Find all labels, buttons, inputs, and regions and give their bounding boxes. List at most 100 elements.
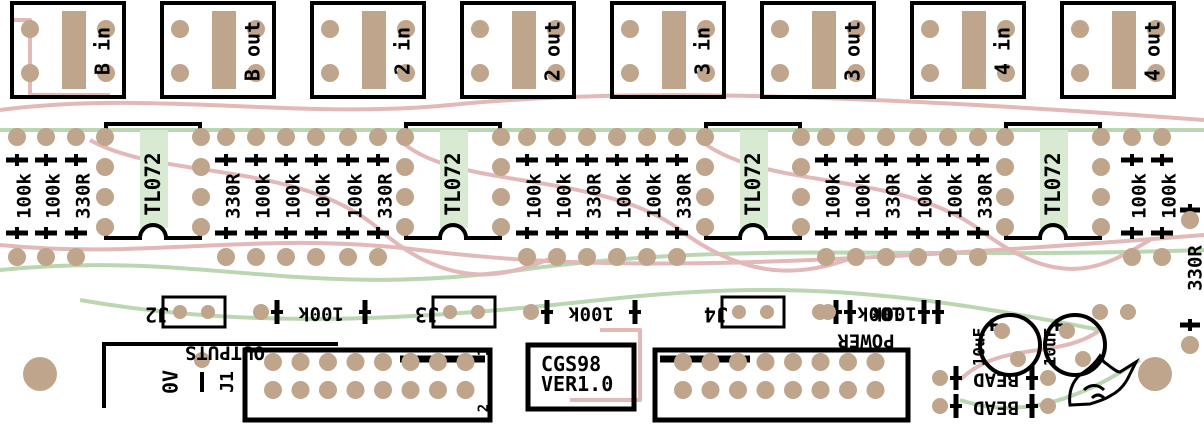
jack-pad: [817, 22, 831, 36]
chip-label: TL072: [741, 152, 765, 215]
chip-pin: [192, 188, 210, 206]
jack-pad: [621, 64, 639, 82]
trace-top: [958, 328, 1102, 382]
jumper-resistor-label: 100k: [857, 303, 903, 325]
header-pin: [729, 381, 747, 399]
resistor-pad: [8, 128, 26, 146]
resistor-pad: [8, 248, 26, 266]
jumper-label: J2: [145, 303, 169, 327]
chip-pin: [396, 218, 414, 236]
jack-pad: [217, 66, 231, 80]
chip-pin: [396, 128, 414, 146]
chip-pin: [1092, 158, 1110, 176]
header-pin: [784, 353, 802, 371]
chip-body-trace: [140, 130, 168, 228]
chip-pin: [996, 188, 1014, 206]
unicorn-logo-detail: [1082, 384, 1106, 400]
jumper-outline: [720, 295, 786, 329]
header-pin: [374, 353, 392, 371]
header-pin: [839, 353, 857, 371]
jack-pad: [67, 66, 81, 80]
capacitor-outline: [978, 313, 1042, 377]
chip-pin: [696, 128, 714, 146]
resistor-pad: [247, 128, 265, 146]
chip-pin: [396, 158, 414, 176]
jack-pad: [97, 64, 115, 82]
trace-top: [698, 138, 1152, 271]
chip-body-trace: [740, 130, 768, 228]
capacitor-label: 10uF: [1041, 328, 1060, 367]
resistor-label: 100k: [853, 173, 875, 219]
outputs-bracket: [102, 342, 338, 408]
resistor-pad: [877, 128, 895, 146]
resistor-pad: [369, 248, 387, 266]
jumper-pin: [201, 305, 215, 319]
jack-pad: [21, 64, 39, 82]
jack-outline: [910, 1, 1026, 99]
jack-pad: [967, 66, 981, 80]
jack-outline: [460, 1, 576, 99]
resistor-pad: [668, 248, 686, 266]
capacitor-pad: [1075, 351, 1091, 367]
resistor-pad: [1181, 336, 1199, 354]
jumper-resistor-label: 100k: [568, 303, 614, 325]
capacitor-pad: [1059, 323, 1075, 339]
jack-pad: [247, 20, 265, 38]
jack-pad: [967, 22, 981, 36]
chip-pin: [96, 128, 114, 146]
chip-pin: [792, 188, 810, 206]
chip-body-trace: [1040, 130, 1068, 228]
resistor-pad: [969, 128, 987, 146]
resistor-pad: [217, 248, 235, 266]
chip-pin: [1092, 128, 1110, 146]
chip-outline-bottom: [704, 223, 802, 240]
resistor-label: 100k: [524, 173, 546, 219]
header-pin: [374, 381, 392, 399]
resistor-pad: [369, 128, 387, 146]
resistor-pad: [217, 128, 235, 146]
capacitor-pad: [1010, 351, 1026, 367]
chip-pin: [996, 158, 1014, 176]
resistor-pad: [817, 128, 835, 146]
header-pin: [701, 353, 720, 371]
resistor-pad: [877, 248, 895, 266]
jumper-label: J3: [415, 303, 439, 327]
jack-label: 3 in: [691, 27, 715, 75]
jumper-pin: [173, 305, 187, 319]
jack-pad: [517, 22, 531, 36]
resistor-pad: [523, 304, 539, 320]
jack-outline: [610, 1, 726, 99]
resistor-pad: [668, 128, 686, 146]
bead-pad: [932, 398, 948, 414]
jack-pad: [667, 22, 681, 36]
jack-pad: [97, 20, 115, 38]
jack-pad: [1117, 22, 1131, 36]
header-pin: [319, 381, 337, 399]
traces: [0, 18, 1204, 410]
header-pin: [429, 381, 447, 399]
resistor-pad: [339, 128, 357, 146]
pads: [8, 11, 1199, 414]
resistor-label: 100k: [915, 173, 937, 219]
jack-label: 2 in: [391, 27, 415, 75]
jack-pad: [21, 20, 39, 38]
resistor-pad: [548, 128, 566, 146]
header-pin: [264, 381, 282, 399]
chip-pin: [696, 218, 714, 236]
jack-pad: [67, 22, 81, 36]
resistor-label: 330R: [375, 173, 397, 219]
jack-pad: [847, 20, 865, 38]
jack-pad: [997, 20, 1015, 38]
chip-pin: [96, 158, 114, 176]
resistor-label: 330R: [73, 173, 95, 219]
resistor-pad: [909, 128, 927, 146]
jack-pad: [771, 64, 789, 82]
header-pin: [346, 381, 365, 399]
jumper-pin: [760, 305, 774, 319]
capacitor-outline: [1043, 313, 1107, 377]
chip-pin: [192, 218, 210, 236]
chip-pin: [792, 218, 810, 236]
chip-label: TL072: [141, 152, 165, 215]
resistor-pad: [909, 248, 927, 266]
